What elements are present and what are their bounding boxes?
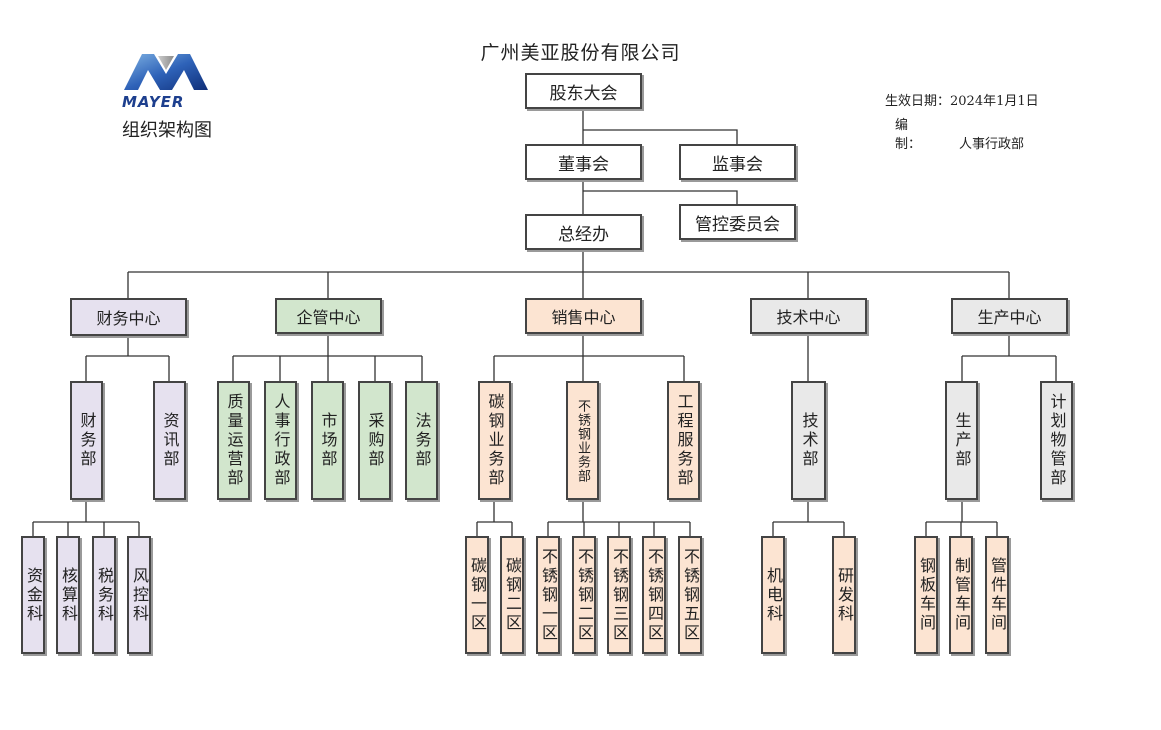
node-unit-stainless-3: 不锈钢三区 xyxy=(607,536,631,654)
node-tech-center: 技术中心 xyxy=(750,298,867,334)
node-unit-funds: 资金科 xyxy=(21,536,45,654)
node-unit-stainless-2: 不锈钢二区 xyxy=(572,536,596,654)
node-unit-plate-workshop: 钢板车间 xyxy=(914,536,938,654)
node-production-center: 生产中心 xyxy=(951,298,1068,334)
node-finance-dept: 财务部 xyxy=(70,381,103,500)
node-supervisors: 监事会 xyxy=(679,144,796,180)
node-unit-stainless-1: 不锈钢一区 xyxy=(536,536,560,654)
mayer-logo-icon xyxy=(124,54,208,90)
node-unit-pipe-workshop: 制管车间 xyxy=(949,536,973,654)
effective-date-line: 生效日期：2024年1月1日 xyxy=(885,90,1039,109)
node-planning-dept: 计划物管部 xyxy=(1040,381,1073,500)
node-unit-risk: 风控科 xyxy=(127,536,151,654)
node-production-dept: 生产部 xyxy=(945,381,978,500)
node-unit-carbon-2: 碳钢二区 xyxy=(500,536,524,654)
node-quality-ops-dept: 质量运营部 xyxy=(217,381,250,500)
compiled-by-value: 人事行政部 xyxy=(959,137,1025,152)
effective-date-label: 生效日期： xyxy=(885,94,951,109)
node-general-office: 总经办 xyxy=(525,214,642,250)
compiled-by-line: 编 制： 人事行政部 xyxy=(895,114,1024,152)
node-carbon-steel-dept: 碳钢业务部 xyxy=(478,381,511,500)
node-unit-fittings-workshop: 管件车间 xyxy=(985,536,1009,654)
node-board: 董事会 xyxy=(525,144,642,180)
node-stainless-steel-dept: 不锈钢业务部 xyxy=(566,381,599,500)
node-marketing-dept: 市场部 xyxy=(311,381,344,500)
node-engineering-service-dept: 工程服务部 xyxy=(667,381,700,500)
effective-date-value: 2024年1月1日 xyxy=(950,94,1039,109)
line-supervisors xyxy=(583,129,738,144)
node-unit-stainless-4: 不锈钢四区 xyxy=(642,536,666,654)
node-control-committee: 管控委员会 xyxy=(679,204,796,240)
node-hr-admin-dept: 人事行政部 xyxy=(264,381,297,500)
company-title: 广州美亚股份有限公司 xyxy=(480,42,681,64)
node-unit-stainless-5: 不锈钢五区 xyxy=(678,536,702,654)
node-unit-carbon-1: 碳钢一区 xyxy=(465,536,489,654)
node-shareholders: 股东大会 xyxy=(525,73,642,109)
node-enterprise-center: 企管中心 xyxy=(275,298,382,334)
node-finance-center: 财务中心 xyxy=(70,298,187,336)
logo-text: MAYER xyxy=(122,93,185,111)
line-control-committee xyxy=(583,190,738,204)
node-legal-dept: 法务部 xyxy=(405,381,438,500)
node-unit-tax: 税务科 xyxy=(92,536,116,654)
node-it-dept: 资讯部 xyxy=(153,381,186,500)
chart-label: 组织架构图 xyxy=(122,120,212,141)
compiled-by-label: 编 制： xyxy=(895,118,935,152)
node-unit-electromech: 机电科 xyxy=(761,536,785,654)
node-unit-accounting: 核算科 xyxy=(56,536,80,654)
node-sales-center: 销售中心 xyxy=(525,298,642,334)
node-unit-rnd: 研发科 xyxy=(832,536,856,654)
node-tech-dept: 技术部 xyxy=(791,381,826,500)
node-procurement-dept: 采购部 xyxy=(358,381,391,500)
